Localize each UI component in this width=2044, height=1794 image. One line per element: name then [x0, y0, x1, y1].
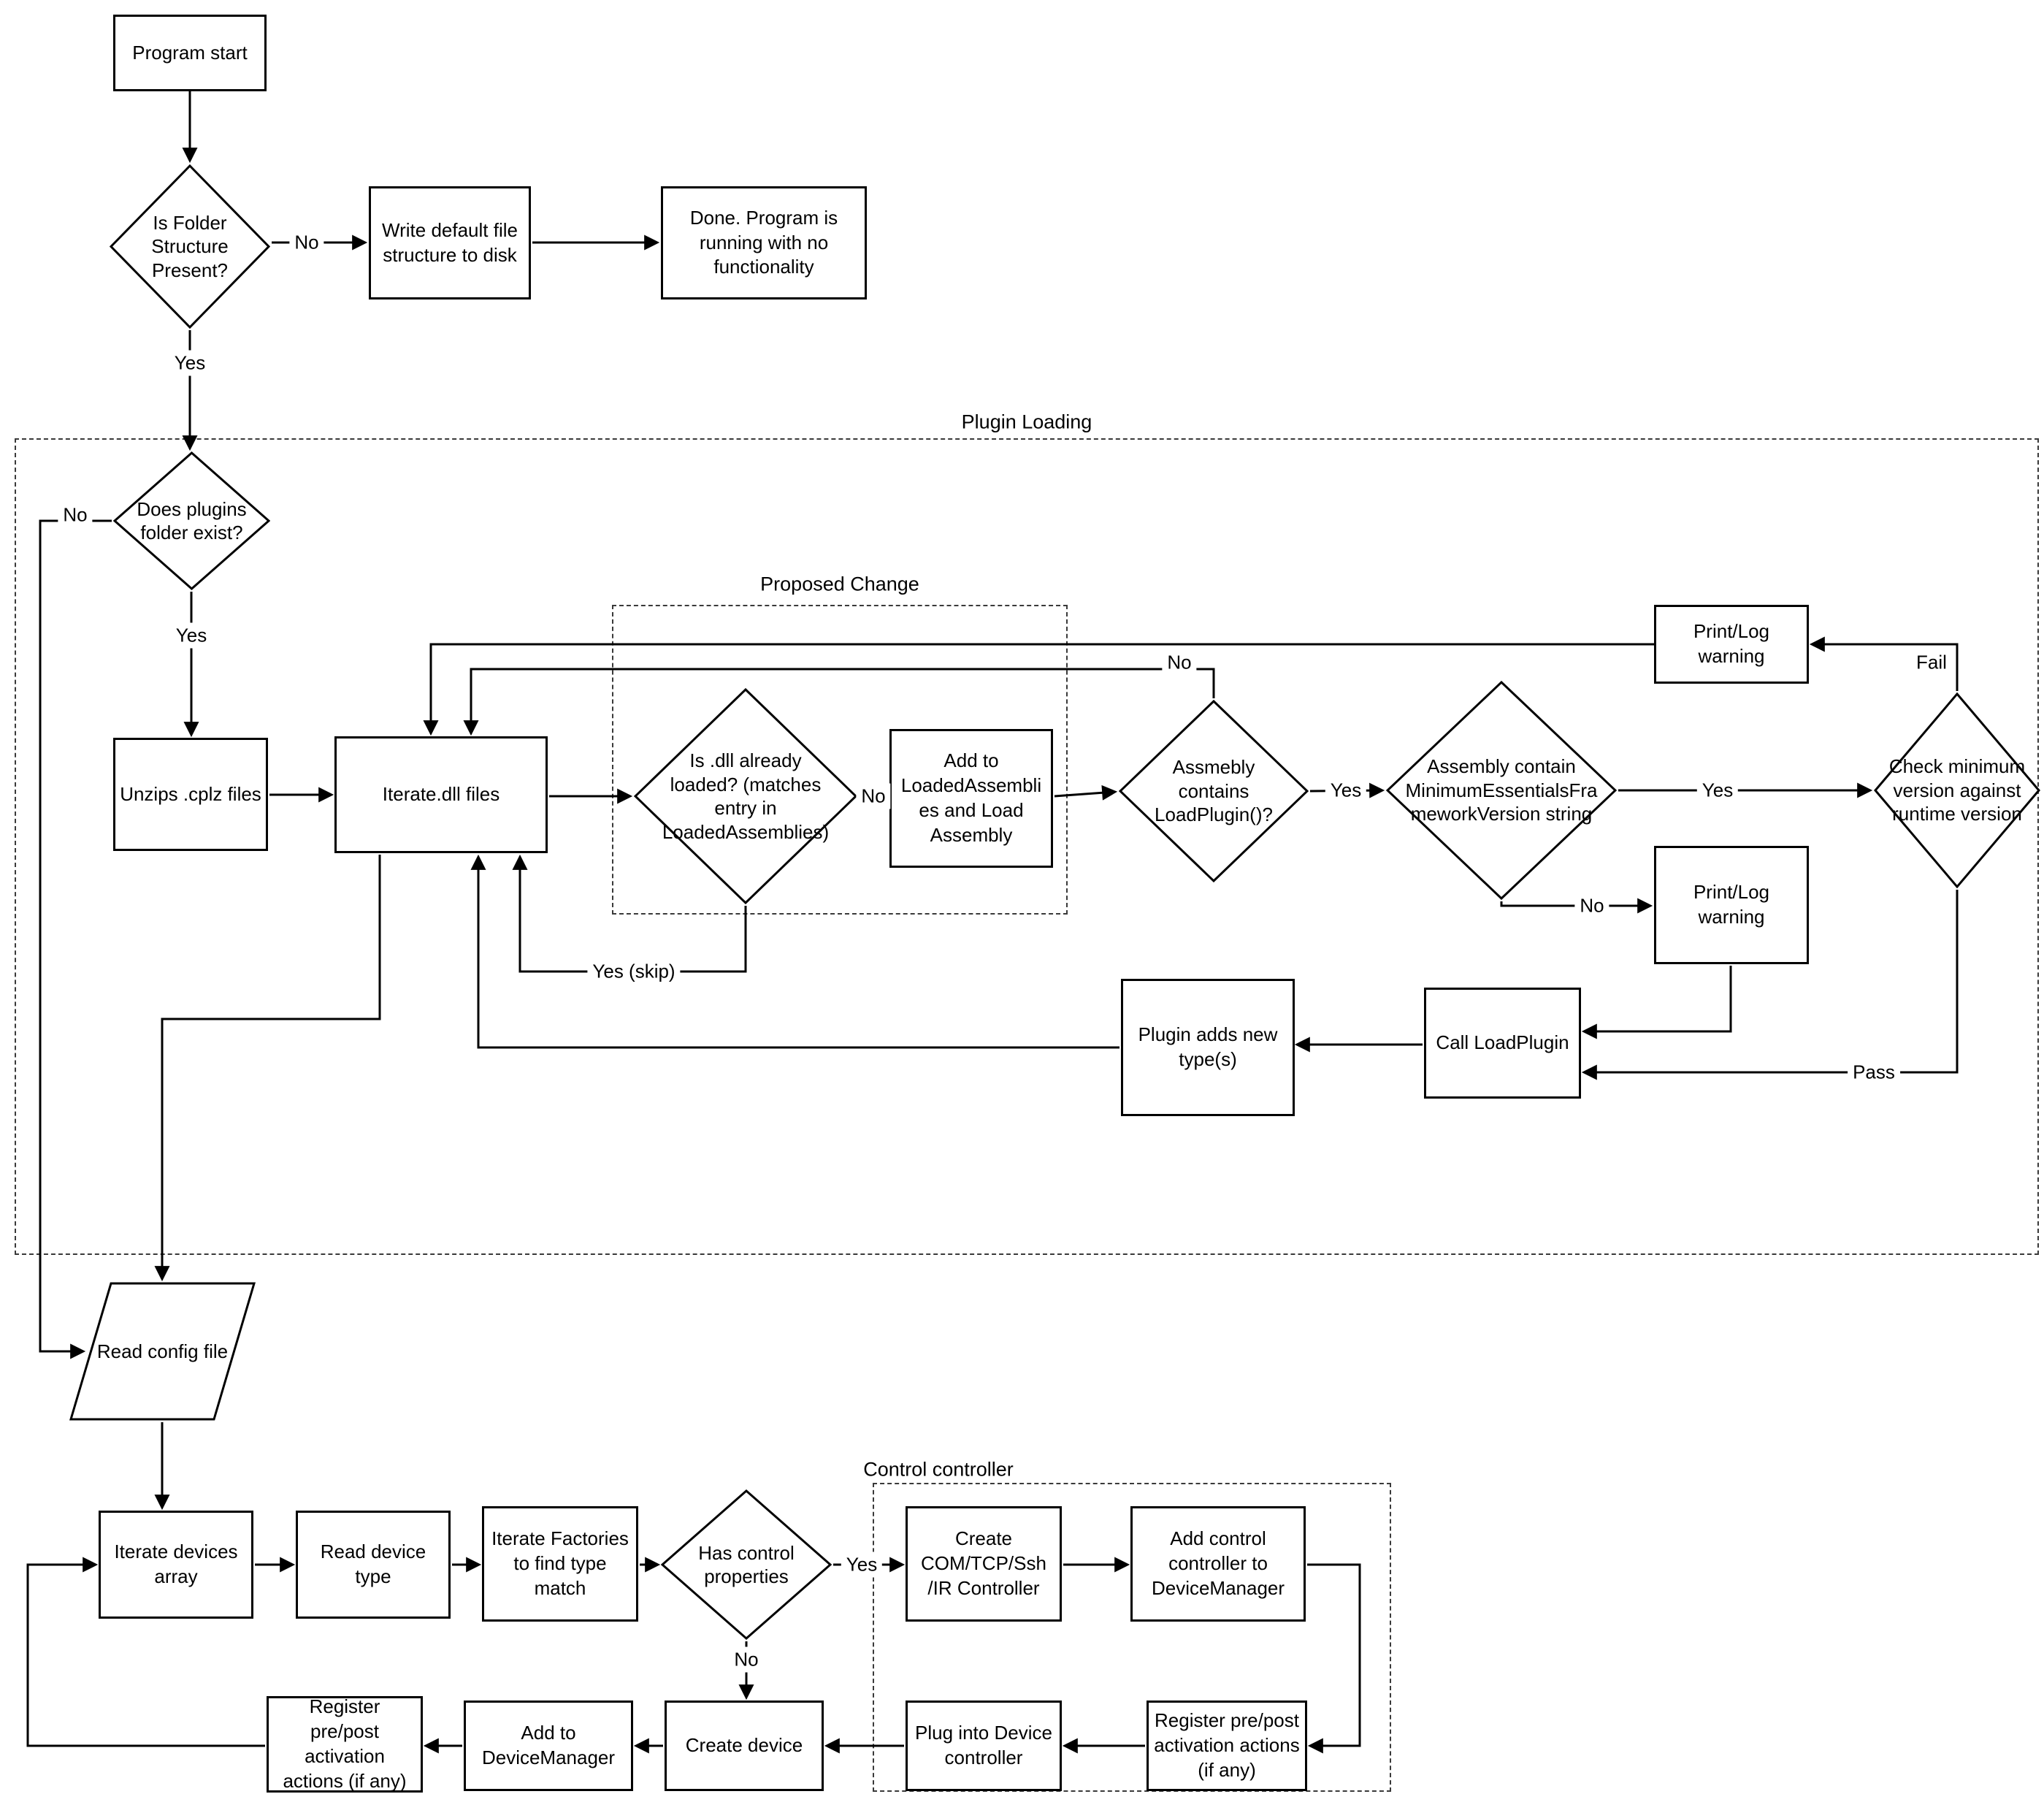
edge-iterate-dll-to-read-config	[154, 855, 381, 1282]
proposed-change-group-box	[612, 605, 1068, 915]
node-unzips-cplz: Unzips .cplz files	[113, 738, 268, 851]
node-print-log-warning-top: Print/Log warning	[1654, 605, 1809, 684]
edge-label-folder-no: No	[289, 229, 324, 256]
decision-check-min-version-label: Check minimum version against runtime ve…	[1888, 755, 2026, 825]
decision-has-control-properties: Has control properties	[661, 1489, 832, 1640]
node-plug-into-device-controller: Plug into Device controller	[906, 1701, 1062, 1791]
edge-label-has-control-no: No	[729, 1646, 764, 1673]
decision-min-version-string: Assembly contain MinimumEssentialsFramew…	[1386, 681, 1617, 900]
edge-label-min-version-no: No	[1574, 893, 1609, 919]
node-iterate-devices-array: Iterate devices array	[99, 1511, 253, 1619]
edge-label-plugins-no: No	[58, 502, 93, 528]
io-read-config-file-label: Read config file	[96, 1340, 229, 1362]
node-read-device-type: Read device type	[296, 1511, 451, 1619]
node-print-log-warning-mid: Print/Log warning	[1654, 846, 1809, 964]
edge-label-min-version-yes: Yes	[1696, 777, 1739, 804]
node-add-to-devicemanager: Add to DeviceManager	[464, 1701, 633, 1791]
edge-label-contains-yes: Yes	[1325, 777, 1367, 804]
node-register-pre-post-left: Register pre/post activation actions (if…	[267, 1695, 423, 1793]
edge-label-contains-no: No	[1162, 649, 1197, 676]
decision-check-min-version: Check minimum version against runtime ve…	[1874, 692, 2040, 888]
proposed-change-group-label: Proposed Change	[756, 573, 924, 596]
plugin-loading-group-box	[15, 438, 2039, 1255]
node-iterate-factories: Iterate Factories to find type match	[482, 1506, 638, 1622]
node-add-to-loaded-assemblies: Add to LoadedAssemblies and Load Assembl…	[889, 729, 1053, 868]
edge-label-check-fail: Fail	[1911, 649, 1952, 676]
control-controller-group-box	[873, 1483, 1391, 1792]
decision-dll-already-loaded-label: Is .dll already loaded? (matches entry i…	[662, 749, 830, 843]
node-add-control-controller: Add control controller to DeviceManager	[1130, 1506, 1306, 1622]
edge-contains-no-back-to-iterate	[463, 668, 1215, 736]
node-iterate-dll-files: Iterate.dll files	[334, 736, 548, 853]
decision-has-control-properties-label: Has control properties	[698, 1541, 795, 1588]
edge-add-to-contains-loadplugin	[1054, 785, 1118, 801]
decision-folder-structure-label: Is Folder Structure Present?	[151, 211, 229, 281]
decision-dll-already-loaded: Is .dll already loaded? (matches entry i…	[634, 688, 857, 904]
node-create-controller: Create COM/TCP/Ssh /IR Controller	[906, 1506, 1062, 1622]
io-read-config-file: Read config file	[69, 1282, 256, 1421]
edge-label-dll-loaded-no: No	[856, 783, 891, 809]
decision-folder-structure-present: Is Folder Structure Present?	[110, 164, 270, 329]
node-plugin-adds-types: Plugin adds new type(s)	[1121, 979, 1295, 1116]
decision-min-version-string-label: Assembly contain MinimumEssentialsFramew…	[1405, 755, 1598, 825]
node-register-pre-post-right: Register pre/post activation actions (if…	[1147, 1701, 1307, 1791]
edge-check-pass-to-call-loadplugin	[1581, 890, 1959, 1080]
edge-label-plugins-yes: Yes	[170, 622, 213, 649]
control-controller-group-label: Control controller	[859, 1458, 1018, 1481]
node-done-no-functionality: Done. Program is running with no functio…	[661, 186, 867, 299]
edge-check-fail-to-print-log-top	[1809, 636, 1959, 691]
edge-label-has-control-yes: Yes	[841, 1551, 883, 1578]
edge-add-control-to-register-right	[1307, 1563, 1361, 1754]
node-program-start: Program start	[113, 15, 267, 91]
node-write-default-structure: Write default file structure to disk	[369, 186, 531, 299]
edge-print-log-mid-to-call-loadplugin	[1581, 966, 1732, 1039]
edge-label-check-pass: Pass	[1848, 1059, 1900, 1085]
decision-plugins-folder-exists: Does plugins folder exist?	[113, 451, 270, 590]
decision-plugins-folder-label: Does plugins folder exist?	[137, 497, 247, 544]
node-call-loadplugin: Call LoadPlugin	[1424, 988, 1581, 1099]
edge-label-folder-yes: Yes	[169, 350, 211, 376]
edge-register-left-back-to-devices	[26, 1557, 265, 1747]
edge-print-log-top-back-to-iterate	[423, 643, 1654, 736]
plugin-loading-group-label: Plugin Loading	[957, 411, 1097, 434]
edge-label-dll-loaded-yes-skip: Yes (skip)	[587, 958, 681, 985]
decision-contains-loadplugin-label: Assmebly contains LoadPlugin()?	[1155, 756, 1273, 826]
edge-plugin-adds-back-to-iterate	[470, 854, 1119, 1049]
edge-plugins-no-to-read-config	[39, 519, 112, 1359]
node-create-device: Create device	[665, 1701, 824, 1791]
decision-contains-loadplugin: Assmebly contains LoadPlugin()?	[1119, 700, 1309, 882]
